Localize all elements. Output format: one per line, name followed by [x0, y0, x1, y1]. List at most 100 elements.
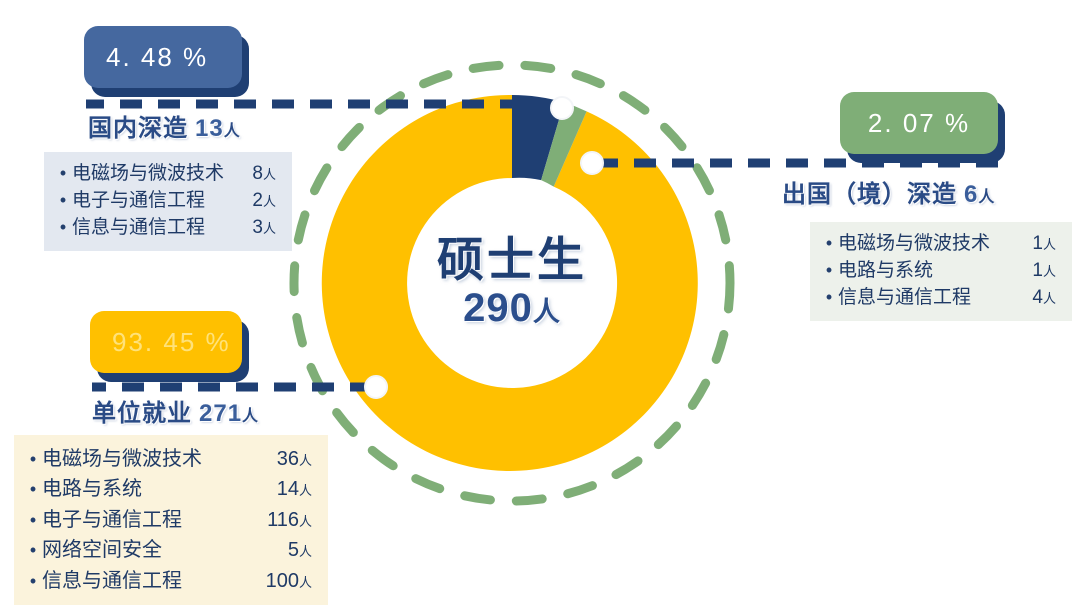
list-item-unit: 人 — [298, 574, 312, 590]
detail-list-employment: • 电磁场与微波技术 36人 • 电路与系统 14人 • 电子与通信工程 116… — [14, 435, 328, 605]
list-item-value: 14人 — [263, 474, 312, 504]
list-item-name: 电路与系统 — [838, 259, 934, 281]
section-unit-domestic: 人 — [223, 123, 241, 140]
list-item-value: 4人 — [1018, 285, 1056, 312]
bullet-icon: • — [825, 286, 833, 307]
center-total: 290人 — [382, 286, 642, 331]
percent-badge-abroad[interactable]: 2. 07 % — [840, 92, 1005, 163]
list-item: • 信息与通信工程 100人 — [24, 566, 312, 596]
donut-center-label: 硕士生 290人 — [382, 232, 642, 331]
bullet-icon: • — [29, 509, 37, 530]
detail-list-abroad: • 电磁场与微波技术 1人 • 电路与系统 1人 • 信息与通信工程 4人 — [810, 222, 1072, 321]
bullet-icon: • — [29, 570, 37, 591]
detail-list-domestic-items: • 电磁场与微波技术 8人 • 电子与通信工程 2人 • 信息与通信工程 3人 — [54, 161, 276, 242]
list-item-name: 电磁场与微波技术 — [838, 233, 991, 254]
bullet-icon: • — [59, 189, 67, 210]
list-item-number: 1 — [1032, 233, 1043, 254]
percent-badge-domestic[interactable]: 4. 48 % — [84, 26, 249, 97]
bullet-icon: • — [29, 479, 37, 500]
list-item-unit: 人 — [298, 483, 312, 499]
section-unit-abroad: 人 — [978, 189, 996, 206]
list-item-unit: 人 — [298, 453, 312, 468]
list-item: • 电磁场与微波技术 8人 — [54, 161, 276, 188]
list-item-number: 5 — [287, 539, 299, 562]
bullet-icon: • — [29, 449, 37, 469]
list-item-name: 信息与通信工程 — [42, 569, 182, 592]
list-item-number: 36 — [276, 448, 299, 470]
list-item-value: 1人 — [1018, 258, 1056, 285]
list-item-unit: 人 — [298, 513, 312, 529]
list-item: • 电磁场与微波技术 36人 — [24, 444, 312, 474]
list-item-number: 3 — [252, 216, 263, 238]
list-item-name: 电磁场与微波技术 — [72, 163, 225, 184]
list-item-name: 电磁场与微波技术 — [42, 448, 202, 470]
list-item-value: 3人 — [238, 215, 276, 242]
list-item-number: 4 — [1032, 286, 1043, 308]
donut-slice-domestic[interactable] — [512, 95, 565, 181]
section-label-domestic-text: 国内深造 — [88, 115, 188, 142]
percent-badge-employment-text: 93. 45 % — [90, 311, 242, 373]
list-item-name: 电子与通信工程 — [72, 189, 206, 211]
center-title: 硕士生 — [437, 232, 587, 286]
section-count-employment: 271 — [199, 400, 243, 427]
list-item-unit: 人 — [262, 193, 276, 209]
list-item-value: 100人 — [252, 566, 312, 596]
list-item-value: 1人 — [1018, 231, 1056, 258]
connector-dot-domestic — [550, 96, 574, 120]
list-item-value: 36人 — [263, 444, 312, 474]
detail-list-domestic: • 电磁场与微波技术 8人 • 电子与通信工程 2人 • 信息与通信工程 3人 — [44, 152, 292, 251]
percent-badge-domestic-text: 4. 48 % — [84, 26, 242, 88]
list-item: • 信息与通信工程 4人 — [820, 285, 1056, 312]
list-item-value: 5人 — [274, 535, 312, 565]
list-item: • 电磁场与微波技术 1人 — [820, 231, 1056, 258]
list-item-unit: 人 — [1042, 263, 1056, 279]
bullet-icon: • — [59, 216, 67, 237]
list-item-unit: 人 — [1042, 237, 1056, 252]
percent-badge-employment[interactable]: 93. 45 % — [90, 311, 249, 382]
list-item-name: 信息与通信工程 — [72, 216, 206, 238]
section-count-domestic: 13 — [195, 115, 224, 142]
list-item-number: 8 — [252, 163, 263, 184]
list-item-number: 2 — [252, 189, 263, 211]
list-item-name: 信息与通信工程 — [838, 286, 972, 308]
center-total-unit: 人 — [532, 297, 561, 328]
list-item-value: 116人 — [253, 505, 312, 535]
list-item-unit: 人 — [298, 544, 312, 560]
detail-list-abroad-items: • 电磁场与微波技术 1人 • 电路与系统 1人 • 信息与通信工程 4人 — [820, 231, 1056, 312]
connector-dot-employment — [364, 375, 388, 399]
list-item-value: 8人 — [238, 161, 276, 188]
list-item-number: 116 — [267, 508, 299, 531]
list-item-name: 电子与通信工程 — [42, 508, 182, 531]
list-item: • 电子与通信工程 116人 — [24, 505, 312, 535]
list-item-number: 14 — [276, 478, 299, 501]
donut-slice-abroad[interactable] — [541, 102, 587, 187]
section-label-abroad: 出国（境）深造 6人 — [782, 174, 995, 209]
list-item-name: 网络空间安全 — [42, 539, 162, 562]
section-label-employment-text: 单位就业 — [92, 400, 192, 427]
list-item: • 信息与通信工程 3人 — [54, 215, 276, 242]
list-item: • 电路与系统 1人 — [820, 258, 1056, 285]
section-count-abroad: 6 — [964, 181, 979, 208]
bullet-icon: • — [59, 163, 67, 183]
list-item: • 电路与系统 14人 — [24, 474, 312, 504]
list-item-unit: 人 — [1042, 290, 1056, 306]
section-label-domestic: 国内深造 13人 — [88, 108, 241, 143]
bullet-icon: • — [825, 233, 833, 253]
list-item: • 网络空间安全 5人 — [24, 535, 312, 565]
bullet-icon: • — [29, 540, 37, 561]
percent-badge-abroad-text: 2. 07 % — [840, 92, 998, 154]
list-item-number: 100 — [265, 569, 299, 592]
list-item: • 电子与通信工程 2人 — [54, 188, 276, 215]
detail-list-employment-items: • 电磁场与微波技术 36人 • 电路与系统 14人 • 电子与通信工程 116… — [24, 444, 312, 596]
list-item-unit: 人 — [262, 220, 276, 236]
center-total-number: 290 — [463, 286, 533, 331]
list-item-name: 电路与系统 — [42, 478, 142, 501]
list-item-value: 2人 — [238, 188, 276, 215]
bullet-icon: • — [825, 259, 833, 280]
connector-dot-abroad — [580, 151, 604, 175]
section-label-abroad-text: 出国（境）深造 — [782, 181, 957, 208]
list-item-number: 1 — [1032, 259, 1043, 281]
list-item-unit: 人 — [262, 167, 276, 182]
